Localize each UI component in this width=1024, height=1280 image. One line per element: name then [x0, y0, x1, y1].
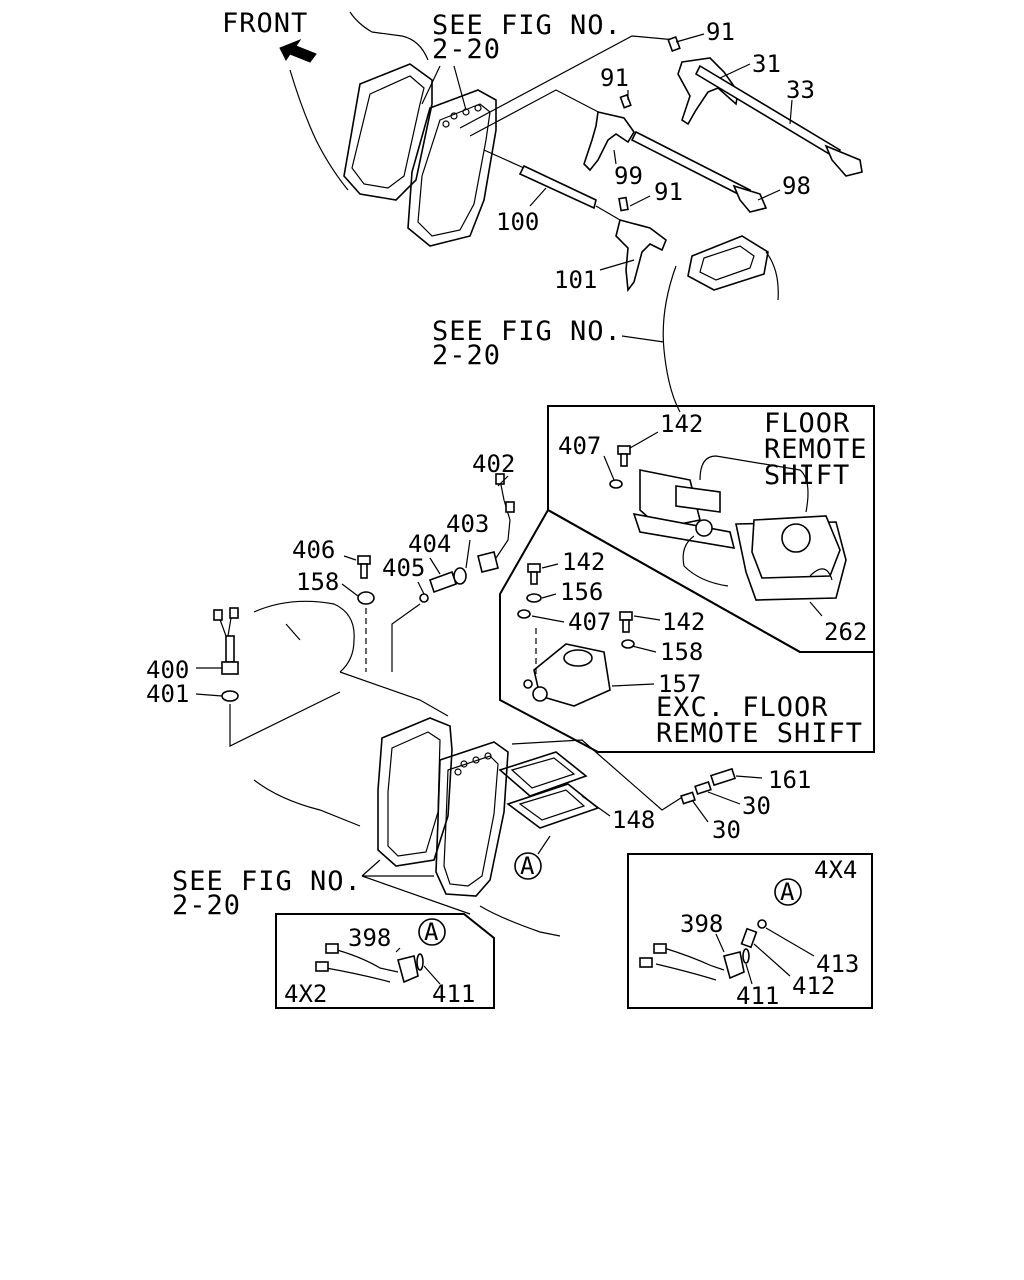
variant-4x4-box	[627, 853, 873, 1009]
bolt-142-c	[619, 611, 633, 633]
part-label-413: 413	[816, 950, 859, 978]
part-label-98: 98	[782, 172, 811, 200]
part-label-99: 99	[614, 162, 643, 190]
shift-rod-100	[518, 164, 597, 210]
see-fig-top-line2: 2-20	[432, 34, 501, 65]
remote-shift-assembly-262	[632, 455, 847, 601]
part-label-262: 262	[824, 618, 867, 646]
see-fig-bottom-line2: 2-20	[172, 890, 241, 921]
callout-a-label: A	[520, 852, 535, 880]
part-label-33: 33	[786, 76, 815, 104]
part-label-402: 402	[472, 450, 515, 478]
switch-400	[213, 607, 239, 675]
transmission-case-middle	[253, 600, 561, 937]
variant-4x4-label: 4X4	[814, 856, 857, 884]
see-fig-top-line1: SEE FIG NO.	[432, 10, 622, 41]
svg-text:A: A	[424, 918, 439, 946]
part-label-91: 91	[600, 64, 629, 92]
part-label-31: 31	[752, 50, 781, 78]
part-label-404: 404	[408, 530, 451, 558]
switch-398-4x2	[315, 943, 419, 984]
part-label-407: 407	[568, 608, 611, 636]
svg-text:A: A	[780, 878, 795, 906]
exc-floor-remote-shift-line2: REMOTE SHIFT	[656, 718, 863, 749]
bolt-142-a	[617, 445, 631, 467]
switch-assembly-402	[477, 473, 515, 573]
callout-a-4x2: A	[418, 918, 446, 946]
part-label-100: 100	[496, 208, 539, 236]
shift-fork-99	[583, 111, 635, 172]
transmission-housing-top	[289, 11, 497, 247]
pin-404	[428, 570, 458, 594]
front-label: FRONT	[222, 8, 308, 39]
see-fig-mid-line2: 2-20	[432, 340, 501, 371]
shift-rod-98	[630, 130, 768, 213]
exc-floor-remote-shift-box	[499, 508, 875, 753]
floor-remote-shift-line3: SHIFT	[764, 460, 850, 491]
floor-remote-shift-line2: REMOTE	[764, 434, 868, 465]
shift-cover-157	[523, 643, 611, 707]
part-label-412: 412	[792, 972, 835, 1000]
part-label-398: 398	[348, 924, 391, 952]
part-label-91: 91	[654, 178, 683, 206]
part-label-101: 101	[554, 266, 597, 294]
exc-floor-remote-shift-line1: EXC. FLOOR	[656, 692, 829, 723]
part-label-158: 158	[296, 568, 339, 596]
part-label-30: 30	[742, 792, 771, 820]
callout-a-4x4: A	[774, 878, 802, 906]
part-label-148: 148	[612, 806, 655, 834]
part-label-91: 91	[706, 18, 735, 46]
part-label-403: 403	[446, 510, 489, 538]
part-label-401: 401	[146, 680, 189, 708]
variant-4x2-box	[275, 913, 495, 1009]
see-fig-mid-line1: SEE FIG NO.	[432, 316, 622, 347]
part-label-161: 161	[768, 766, 811, 794]
part-label-400: 400	[146, 656, 189, 684]
part-label-406: 406	[292, 536, 335, 564]
part-label-407: 407	[558, 432, 601, 460]
bolt-142-b	[527, 563, 541, 585]
part-label-156: 156	[560, 578, 603, 606]
transmission-housing-right	[662, 235, 779, 413]
part-label-30: 30	[712, 816, 741, 844]
part-label-411: 411	[736, 982, 779, 1010]
callout-a-marker: A	[514, 835, 551, 880]
gasket-148	[498, 751, 600, 829]
part-label-405: 405	[382, 554, 425, 582]
shift-fork-31	[677, 57, 739, 126]
part-label-398: 398	[680, 910, 723, 938]
part-label-142: 142	[562, 548, 605, 576]
part-label-158: 158	[660, 638, 703, 666]
part-label-142: 142	[660, 410, 703, 438]
variant-4x2-label: 4X2	[284, 980, 327, 1008]
see-fig-bottom-line1: SEE FIG NO.	[172, 866, 362, 897]
shift-rod-33	[694, 64, 863, 177]
part-label-157: 157	[658, 670, 701, 698]
switch-398-4x4	[639, 943, 745, 981]
shift-fork-101	[615, 219, 667, 293]
part-label-411: 411	[432, 980, 475, 1008]
part-label-142: 142	[662, 608, 705, 636]
front-arrow-icon	[279, 38, 317, 63]
floor-remote-shift-line1: FLOOR	[764, 408, 850, 439]
bolt-406	[357, 555, 371, 579]
switch-plunger-161	[680, 767, 737, 805]
